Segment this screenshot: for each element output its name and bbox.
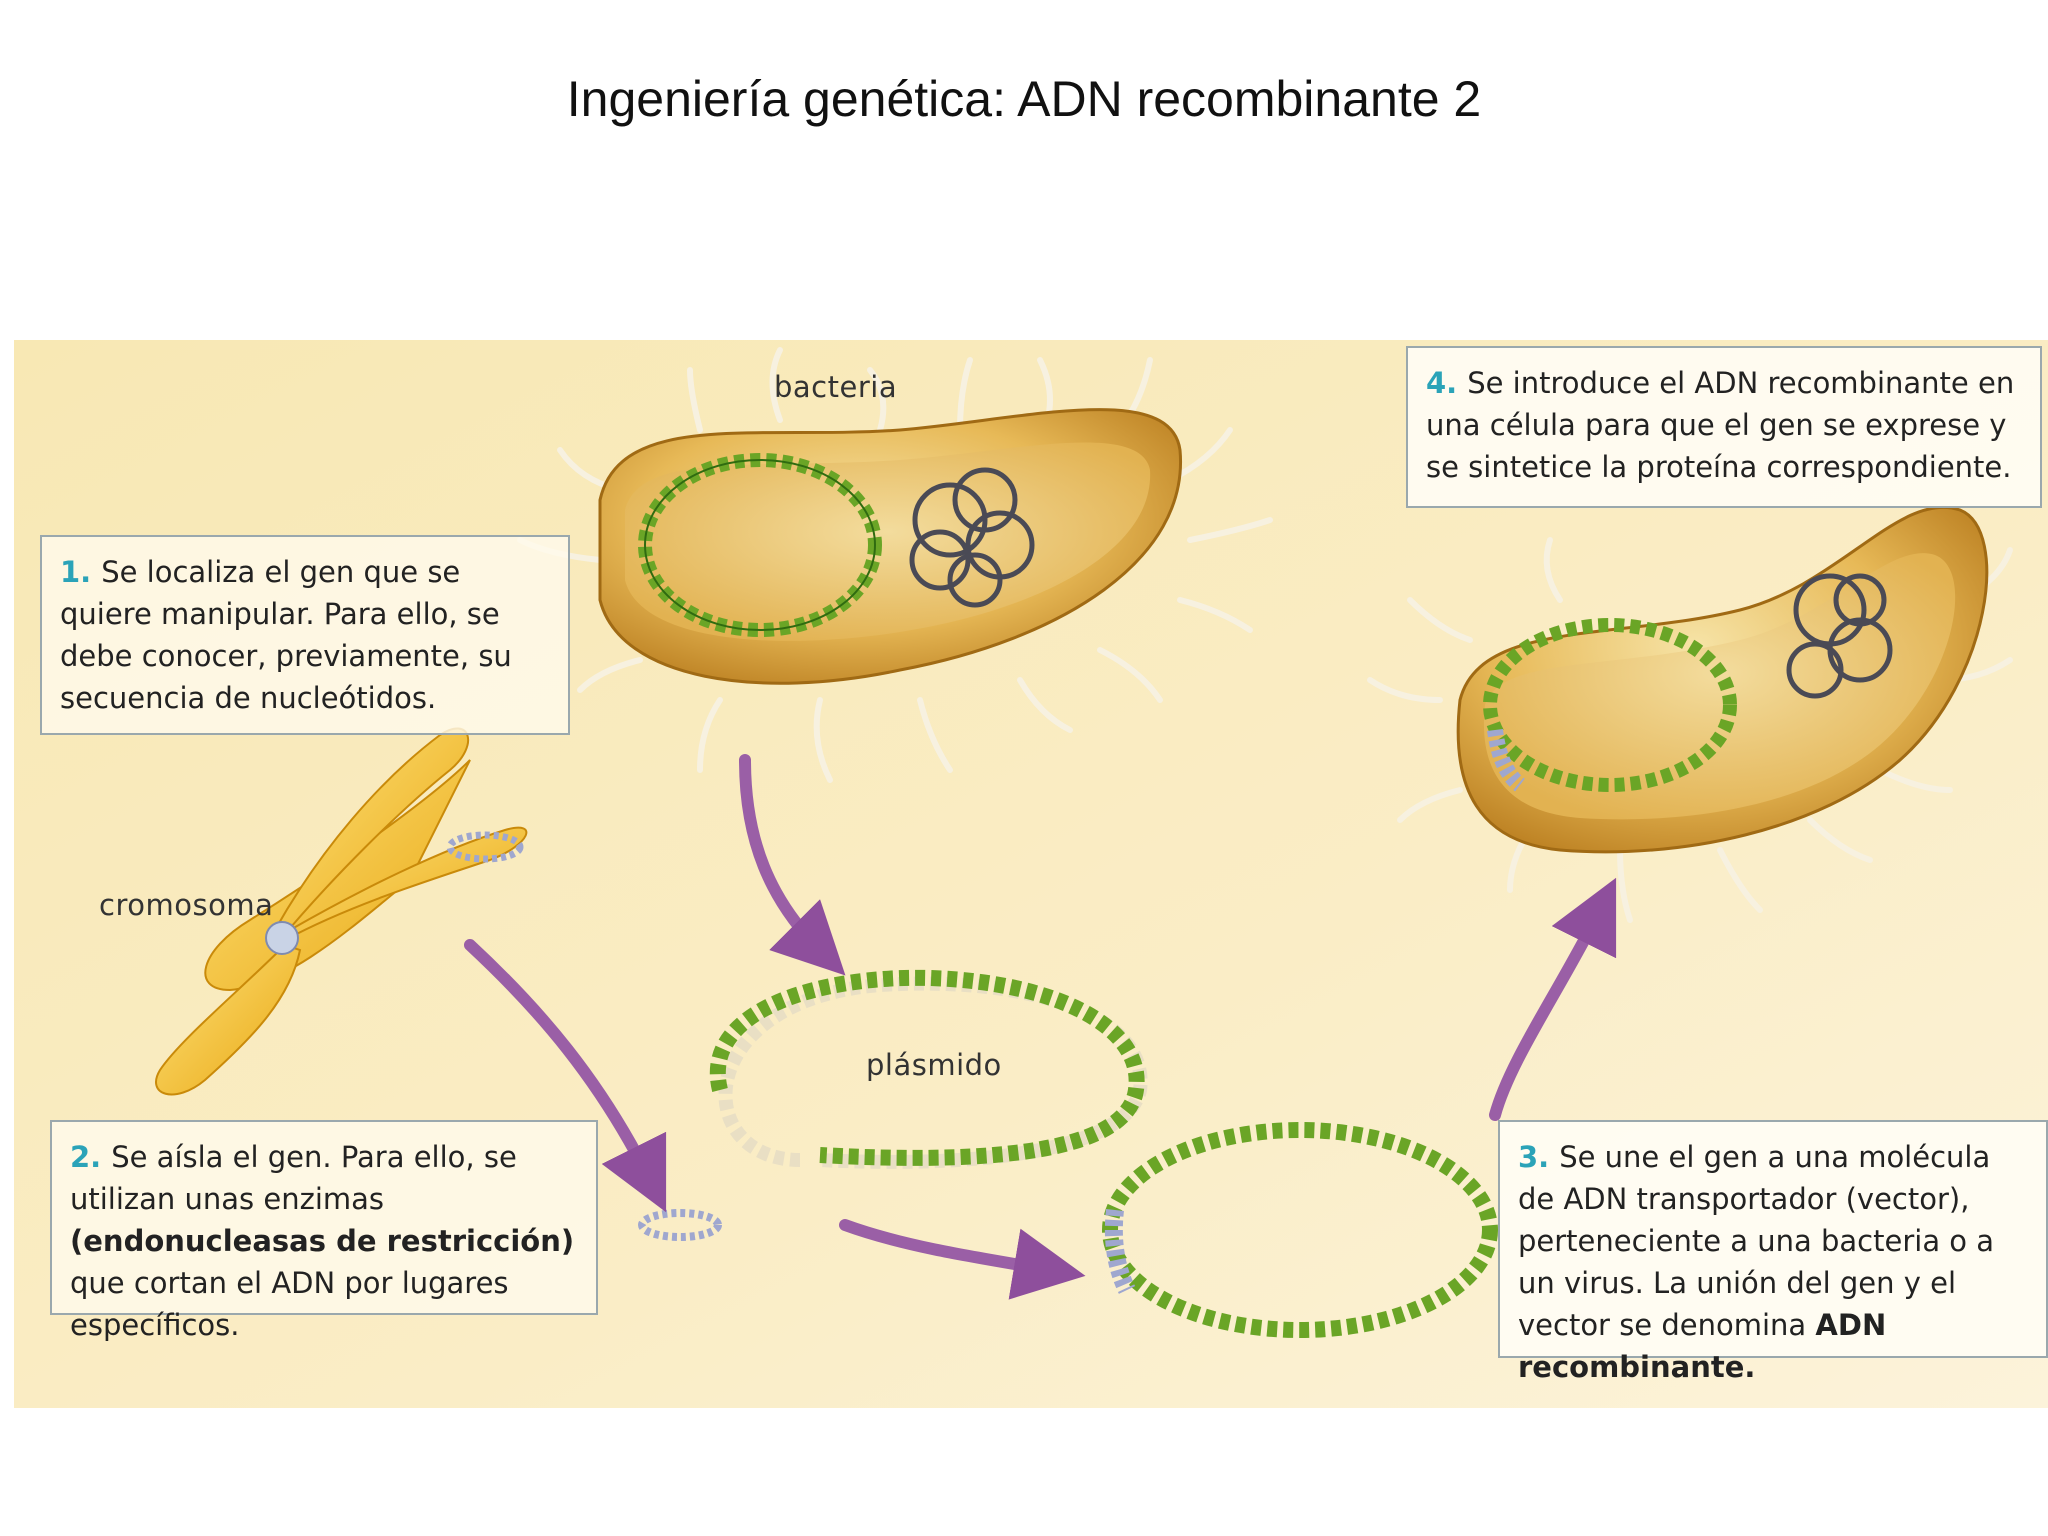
bacteria-recombinant-icon (1367, 505, 2013, 923)
step-2-text-bold: (endonucleasas de restricción) (70, 1224, 575, 1258)
plasmido-label: plásmido (866, 1048, 1002, 1082)
bacteria-top-icon (517, 347, 1273, 783)
step-4-number: 4. (1426, 366, 1458, 400)
step-2-number: 2. (70, 1140, 102, 1174)
step-1-text: Se localiza el gen que se quiere manipul… (60, 555, 512, 715)
step-3-text-before: Se une el gen a una molécula de ADN tran… (1518, 1140, 1995, 1342)
arrow-recombinant-to-bacteria (1489, 877, 1617, 1121)
step-4-text: Se introduce el ADN recombinante en una … (1426, 366, 2015, 484)
plasmid-icon (709, 969, 1148, 1169)
recombinant-plasmid-icon (1102, 1122, 1498, 1338)
step-2-box: 2.Se aísla el gen. Para ello, se utiliza… (50, 1120, 598, 1342)
diagram-panel: bacteria cromosoma plásmido 1.Se localiz… (14, 340, 2048, 1408)
arrow-chromosome-to-gene (464, 939, 667, 1213)
arrow-bacteria-to-plasmid (739, 754, 846, 976)
slide-title: Ingeniería genética: ADN recombinante 2 (566, 71, 1482, 127)
step-2-text-before: Se aísla el gen. Para ello, se utilizan … (70, 1140, 517, 1216)
step-3-number: 3. (1518, 1140, 1550, 1174)
isolated-gene-icon (638, 1209, 722, 1241)
bacteria-label: bacteria (774, 370, 898, 404)
arrow-gene-to-recombinant (839, 1219, 1086, 1300)
chromosome-icon (155, 727, 528, 1096)
process-arrows (464, 754, 1617, 1300)
step-1-number: 1. (60, 555, 92, 589)
step-3-text-bold: ADN recombinante. (1518, 1308, 1887, 1384)
step-2-text-after: que cortan el ADN por lugares específico… (70, 1266, 509, 1342)
step-1-box: 1.Se localiza el gen que se quiere manip… (40, 535, 570, 735)
step-4-box: 4.Se introduce el ADN recombinante en un… (1406, 346, 2042, 508)
step-3-box: 3.Se une el gen a una molécula de ADN tr… (1498, 1120, 2048, 1384)
cromosoma-label: cromosoma (99, 888, 274, 922)
